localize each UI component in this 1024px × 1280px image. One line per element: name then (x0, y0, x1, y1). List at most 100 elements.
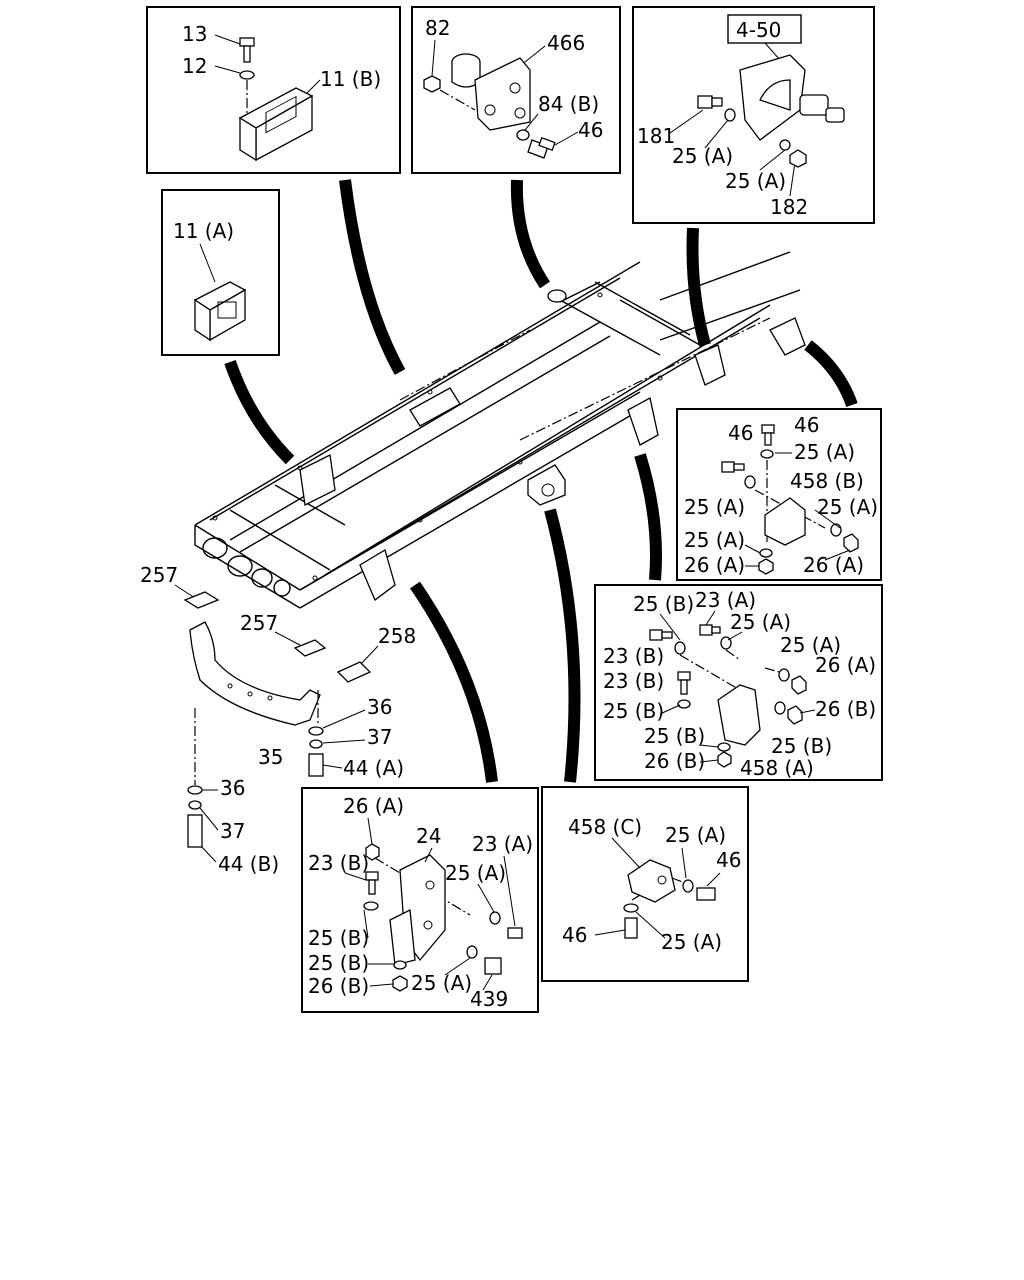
label-25a-b: 25 (A) (684, 495, 745, 519)
spacer-257-2 (293, 639, 327, 657)
label-11a: 11 (A) (173, 219, 234, 243)
label-25a-a: 25 (A) (794, 440, 855, 464)
label-25a-c: 25 (A) (817, 495, 878, 519)
panel-2: 82 466 84 (B) 46 (411, 6, 621, 174)
bracket-458b (764, 497, 806, 546)
panel-8: 458 (C) 25 (A) 46 46 25 (A) (541, 786, 749, 982)
connector-arc-8 (544, 508, 581, 783)
label-25a-2: 25 (A) (725, 169, 786, 193)
bracket-4-50 (739, 54, 845, 141)
label-181: 181 (637, 124, 675, 148)
label-25a-8a: 25 (A) (665, 823, 726, 847)
panel-5: 46 46 25 (A) 458 (B) 25 (A) 25 (A) 25 (A… (676, 408, 882, 581)
panel-4: 11 (A) (161, 189, 280, 356)
label-26b-a: 26 (B) (815, 697, 876, 721)
label-36-2: 36 (220, 776, 245, 800)
bracket-458a (717, 684, 761, 746)
label-25b-7a: 25 (B) (308, 926, 369, 950)
label-82: 82 (425, 16, 450, 40)
washer-84b (516, 129, 530, 141)
label-44a: 44 (A) (343, 756, 404, 780)
connector-arc-5 (804, 340, 858, 408)
label-46-8b: 46 (562, 923, 587, 947)
spacer-257-1 (183, 591, 220, 609)
label-25a-8b: 25 (A) (661, 930, 722, 954)
label-458c: 458 (C) (568, 815, 642, 839)
label-25a-7b: 25 (A) (411, 971, 472, 995)
connector-arc-3 (686, 227, 711, 347)
label-37-1: 37 (367, 725, 392, 749)
label-258: 258 (378, 624, 416, 648)
label-26b-7: 26 (B) (308, 974, 369, 998)
label-11b: 11 (B) (320, 67, 381, 91)
bolt-23a-7 (507, 927, 523, 939)
label-257-2: 257 (240, 611, 278, 635)
label-25a-a6: 25 (A) (730, 610, 791, 634)
label-44b: 44 (B) (218, 852, 279, 876)
label-36-1: 36 (367, 695, 392, 719)
label-12: 12 (182, 54, 207, 78)
connector-arc-6 (634, 453, 662, 581)
bracket-11b (238, 87, 314, 162)
bolt-439 (484, 957, 502, 975)
label-26a-6: 26 (A) (815, 653, 876, 677)
label-25a-b6: 25 (A) (780, 633, 841, 657)
washer-36-1 (308, 726, 324, 736)
ref-box (727, 14, 802, 44)
label-84b: 84 (B) (538, 92, 599, 116)
frame-callouts: 257 257 258 36 37 35 44 (A) 36 37 44 (B) (140, 563, 416, 876)
label-35: 35 (258, 745, 283, 769)
plate-258 (336, 661, 372, 683)
washer-37-2 (188, 800, 202, 810)
label-23a: 23 (A) (695, 588, 756, 612)
panel-1: 13 12 11 (B) (146, 6, 401, 174)
bolt-13 (239, 37, 255, 63)
label-37-2: 37 (220, 819, 245, 843)
bolt-23b-a (649, 629, 663, 641)
label-46-8a: 46 (716, 848, 741, 872)
nut-82 (423, 75, 441, 93)
label-23b-7: 23 (B) (308, 851, 369, 875)
washer-25a (724, 108, 736, 122)
chassis-frame (194, 251, 806, 609)
bolt-46-8b (624, 917, 638, 939)
bolt-46 (527, 137, 556, 159)
label-25b-7b: 25 (B) (308, 951, 369, 975)
label-25a-1: 25 (A) (672, 144, 733, 168)
nut-182 (789, 149, 807, 168)
bolt-44a (308, 753, 324, 777)
bolt-44b (187, 814, 203, 848)
bolt-181 (697, 95, 723, 109)
label-24: 24 (416, 824, 441, 848)
washer-37-1 (309, 739, 323, 749)
connector-arc-4 (224, 360, 295, 465)
label-25b-d: 25 (B) (771, 734, 832, 758)
connector-arc-7 (410, 581, 498, 783)
label-25a-7a: 25 (A) (445, 861, 506, 885)
label-13: 13 (182, 22, 207, 46)
bolt-23a (699, 624, 713, 636)
label-23b-b: 23 (B) (603, 669, 664, 693)
label-25b-c: 25 (B) (644, 724, 705, 748)
panel-7: 26 (A) 24 23 (A) 23 (B) 25 (A) 25 (B) 25… (301, 787, 539, 1013)
label-458a: 458 (A) (740, 756, 814, 780)
washer-12 (239, 70, 255, 80)
label-46-b: 46 (794, 413, 819, 437)
label-23a-7: 23 (A) (472, 832, 533, 856)
label-26a-7: 26 (A) (343, 794, 404, 818)
nut-26a (365, 843, 380, 861)
label-439: 439 (470, 987, 508, 1011)
label-46-a: 46 (728, 421, 753, 445)
bolt-46-top (761, 424, 775, 434)
label-182: 182 (770, 195, 808, 219)
washer-25a-2 (779, 139, 791, 151)
bracket-458c (627, 859, 676, 903)
label-26b-b: 26 (B) (644, 749, 705, 773)
label-466: 466 (547, 31, 585, 55)
label-26a-a: 26 (A) (684, 553, 745, 577)
label-257-1: 257 (140, 563, 178, 587)
label-25b-b: 25 (B) (603, 699, 664, 723)
label-458b: 458 (B) (790, 469, 864, 493)
panel-6: 25 (B) 23 (A) 25 (A) 23 (B) 25 (A) 26 (A… (594, 584, 883, 781)
